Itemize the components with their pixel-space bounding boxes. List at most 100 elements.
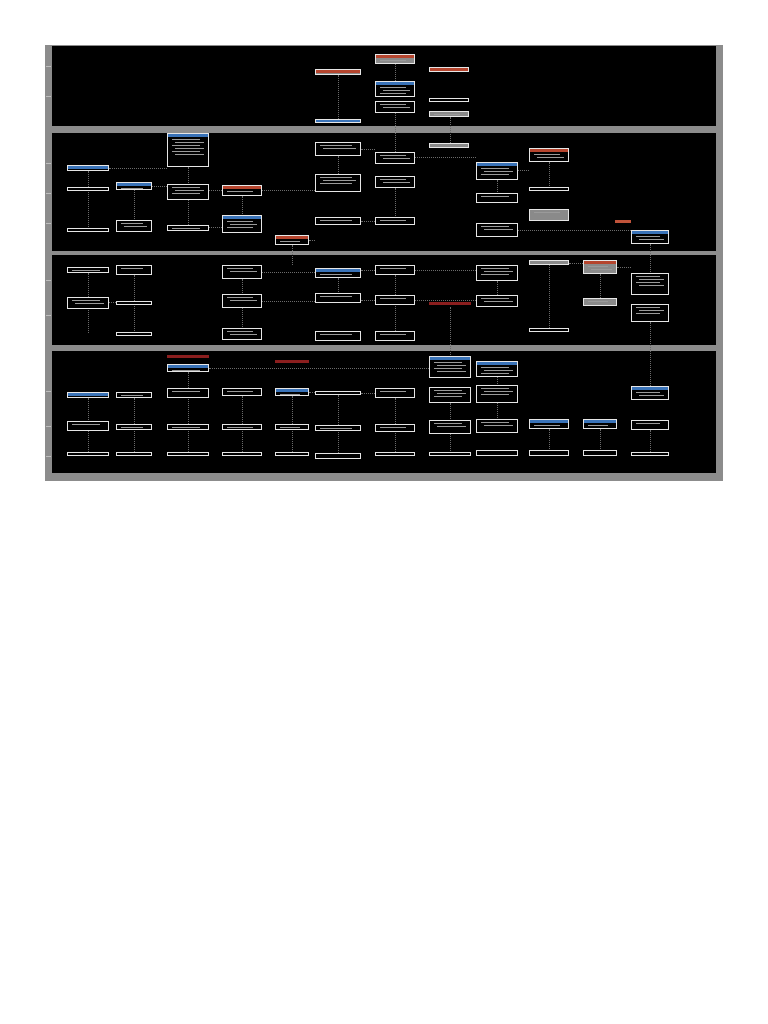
node-text-line — [484, 301, 513, 302]
band-tick — [46, 66, 51, 67]
diagram-node — [167, 184, 209, 200]
diagram-node — [529, 148, 569, 162]
diagram-node — [116, 220, 152, 232]
node-text-line — [230, 300, 257, 301]
connector-line — [88, 171, 89, 231]
diagram-node — [67, 297, 109, 309]
diagram-node — [67, 452, 109, 456]
diagram-node — [315, 425, 361, 431]
diagram-node — [116, 424, 152, 430]
connector-line — [292, 245, 293, 265]
node-text-line — [72, 424, 100, 425]
diagram-node — [315, 119, 361, 123]
diagram-node — [116, 392, 152, 398]
diagram-node — [375, 81, 415, 97]
node-header — [530, 149, 568, 152]
diagram-node — [476, 361, 518, 377]
node-text-line — [434, 396, 462, 397]
node-text-line — [320, 296, 352, 297]
connector-line — [209, 190, 222, 191]
node-text-line — [172, 427, 200, 428]
diagram-node — [429, 143, 469, 148]
node-text-line — [320, 334, 352, 335]
connector-line — [152, 186, 167, 187]
diagram-node — [222, 294, 262, 308]
diagram-node — [583, 260, 617, 274]
node-text-line — [380, 391, 406, 392]
diagram-node — [375, 331, 415, 341]
node-text-line — [481, 174, 509, 175]
node-text-line — [481, 196, 509, 197]
connector-line — [109, 168, 167, 169]
connector-line — [650, 322, 651, 386]
node-text-line — [437, 393, 466, 394]
node-text-line — [172, 151, 200, 152]
node-text-line — [537, 157, 564, 158]
diagram-node — [315, 217, 361, 225]
connector-line — [450, 117, 451, 143]
node-text-line — [484, 425, 513, 426]
node-text-line — [172, 139, 200, 140]
node-text-line — [227, 268, 253, 269]
node-header — [276, 236, 308, 239]
diagram-node — [476, 162, 518, 180]
node-text-line — [437, 371, 466, 372]
node-text-line — [383, 158, 410, 159]
node-header — [68, 166, 108, 169]
connector-line — [450, 307, 451, 357]
node-text-line — [121, 268, 143, 269]
node-text-line — [72, 270, 100, 271]
diagram-node — [476, 223, 518, 237]
node-text-line — [639, 279, 664, 280]
node-text-line — [172, 187, 200, 188]
diagram-node — [167, 452, 209, 456]
node-header — [477, 362, 517, 365]
connector-line — [650, 244, 651, 274]
diagram-node — [375, 295, 415, 305]
diagram-node — [631, 230, 669, 244]
node-text-line — [639, 285, 664, 286]
node-text-line — [320, 145, 352, 146]
node-text-line — [383, 182, 410, 183]
connector-line — [188, 372, 189, 456]
diagram-layer — [45, 45, 723, 481]
connector-line — [549, 162, 550, 190]
diagram-node — [429, 98, 469, 102]
connector-line — [338, 156, 339, 174]
diagram-node — [429, 111, 469, 117]
diagram-node — [67, 165, 109, 171]
diagram-node — [67, 421, 109, 431]
node-text-line — [172, 193, 200, 194]
node-header — [632, 387, 668, 390]
connector-line — [361, 393, 375, 394]
connector-line — [338, 75, 339, 119]
connector-line — [600, 429, 601, 451]
diagram-tag — [615, 220, 631, 223]
node-text-line — [434, 362, 462, 363]
connector-line — [309, 392, 315, 393]
band-tick — [46, 315, 51, 316]
diagram-node — [275, 424, 309, 430]
node-text-line — [484, 271, 513, 272]
node-text-line — [121, 188, 143, 189]
diagram-node — [476, 419, 518, 433]
node-text-line — [636, 313, 660, 314]
node-text-line — [481, 367, 509, 368]
connector-line — [415, 157, 476, 158]
node-text-line — [481, 226, 509, 227]
diagram-node — [222, 215, 262, 233]
diagram-node — [222, 265, 262, 279]
node-text-line — [481, 422, 509, 423]
diagram-node — [583, 298, 617, 306]
diagram-node — [429, 387, 471, 403]
connector-line — [309, 240, 315, 241]
node-text-line — [481, 168, 509, 169]
node-text-line — [484, 370, 513, 371]
node-header — [584, 261, 616, 264]
diagram-node — [529, 450, 569, 456]
node-text-line — [636, 276, 660, 277]
connector-line — [262, 301, 315, 302]
connector-line — [549, 429, 550, 451]
node-text-line — [320, 220, 352, 221]
diagram-node — [116, 301, 152, 305]
